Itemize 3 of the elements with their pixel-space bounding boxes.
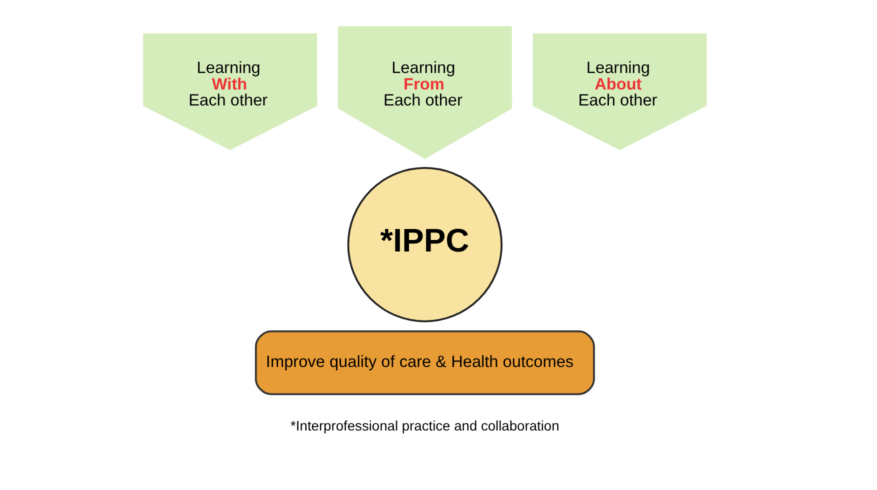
node-box: Improve quality of care & Health outcomes	[254, 330, 595, 396]
node-circle: *IPPC	[347, 167, 503, 322]
label: *Interprofessional practice and collaboration	[290, 417, 560, 434]
